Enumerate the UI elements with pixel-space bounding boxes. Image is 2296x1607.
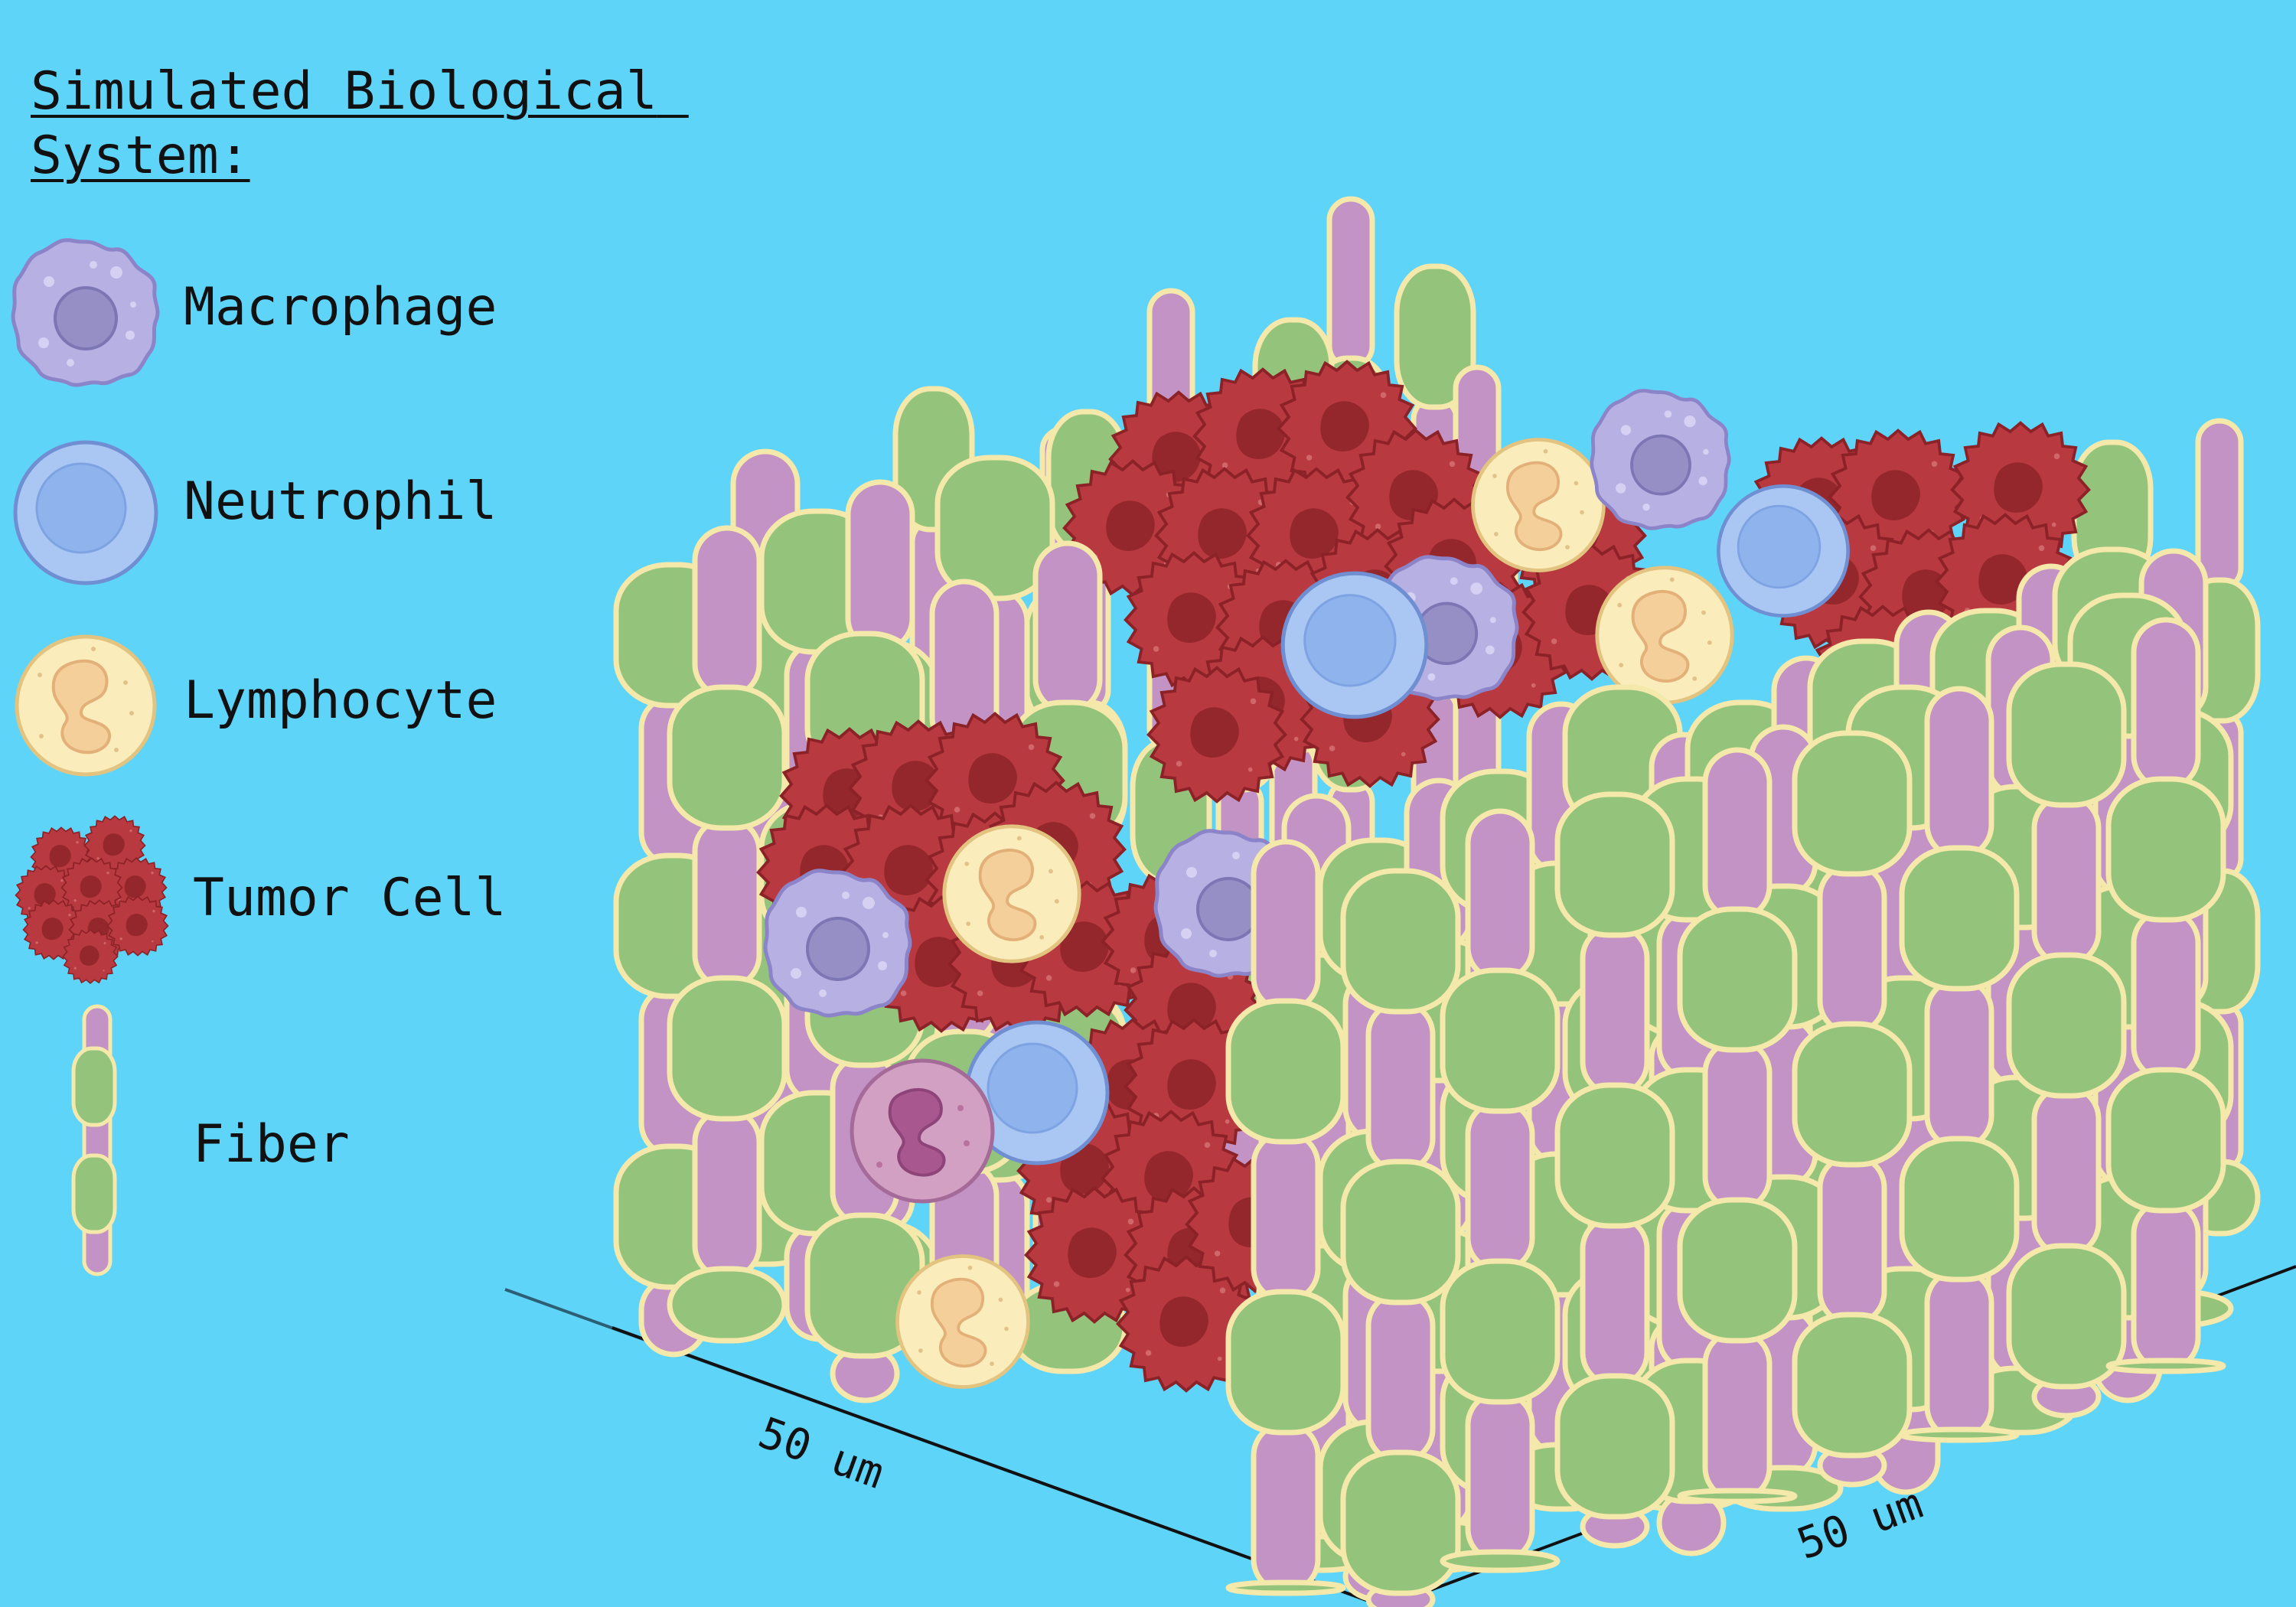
legend-label-fiber: Fiber — [193, 1114, 350, 1175]
lymphocyte — [1597, 568, 1732, 702]
granulocyte — [852, 1061, 993, 1201]
fiber — [2105, 617, 2226, 1374]
page-title: Simulated Biological System: — [31, 61, 689, 186]
lymphocyte — [898, 1257, 1029, 1387]
fiber — [1440, 808, 1561, 1573]
lymphocyte — [1473, 440, 1604, 571]
neutrophil — [1283, 573, 1427, 717]
fiber — [1225, 839, 1346, 1596]
fiber — [1554, 791, 1675, 1549]
fiber — [667, 525, 788, 1344]
fiber — [2006, 661, 2127, 1419]
neutrophil — [1718, 486, 1848, 615]
macrophage-icon — [13, 240, 158, 385]
lymphocyte-icon — [17, 637, 155, 774]
neutrophil-icon — [15, 442, 156, 583]
fiber — [1340, 868, 1461, 1607]
legend-label-macrophage: Macrophage — [184, 277, 497, 337]
fiber-columns-front — [1225, 546, 2234, 1607]
fiber-icon — [71, 1004, 117, 1276]
legend-label-lymphocyte: Lymphocyte — [184, 670, 497, 731]
legend — [13, 240, 169, 1276]
fiber — [1677, 747, 1798, 1504]
tumor-cluster-icon — [15, 815, 169, 984]
lymphocyte — [944, 826, 1079, 961]
legend-label-tumor: Tumor Cell — [193, 868, 507, 928]
legend-label-neutrophil: Neutrophil — [184, 471, 497, 532]
fiber — [1792, 730, 1913, 1488]
fiber — [1899, 686, 2020, 1443]
macrophage — [1592, 390, 1729, 528]
